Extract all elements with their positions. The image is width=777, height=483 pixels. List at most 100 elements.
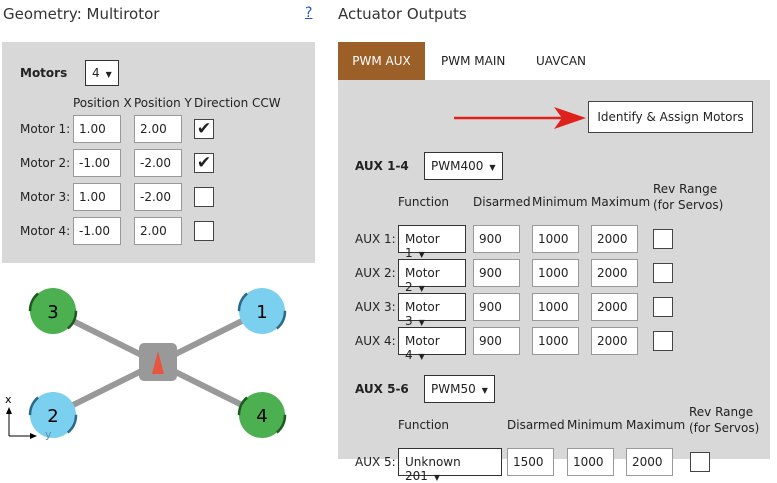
minimum-input[interactable]: 1000: [532, 259, 579, 287]
maximum-input[interactable]: 2000: [626, 448, 673, 476]
rev-range-checkbox[interactable]: [690, 452, 710, 472]
header-minimum: Minimum: [532, 195, 588, 209]
header-direction-ccw: Direction CCW: [194, 96, 281, 110]
rev-range-checkbox[interactable]: [653, 263, 673, 283]
motor-number: 1: [256, 302, 267, 323]
caret-down-icon: ▼: [418, 284, 425, 293]
rev-range-checkbox[interactable]: [653, 297, 673, 317]
motor-1-rotor: [239, 288, 285, 334]
direction-ccw-checkbox[interactable]: ✔: [194, 153, 214, 173]
minimum-input[interactable]: 1000: [567, 448, 614, 476]
tab-pwm-aux[interactable]: PWM AUX: [338, 42, 425, 80]
minimum-input[interactable]: 1000: [532, 293, 579, 321]
function-select[interactable]: Motor 1▼: [398, 225, 466, 260]
aux-row-label: AUX 4:: [355, 334, 396, 348]
motors-count-value: 4: [92, 66, 100, 80]
header-position-y: Position Y: [134, 96, 192, 110]
position-x-input[interactable]: -1.00: [73, 149, 121, 177]
caret-down-icon: ▼: [481, 386, 488, 395]
maximum-input[interactable]: 2000: [591, 259, 638, 287]
group-label: AUX 1-4: [355, 159, 409, 173]
function-value: Motor 4: [405, 334, 440, 362]
y-arrowhead-icon: [30, 433, 37, 439]
caret-down-icon: ▼: [489, 163, 496, 172]
motors-count-select[interactable]: 4▼: [85, 60, 119, 86]
group-label: AUX 5-6: [355, 382, 409, 396]
geometry-title: Geometry: Multirotor: [3, 5, 160, 23]
rev-range-checkbox[interactable]: [653, 331, 673, 351]
maximum-input[interactable]: 2000: [591, 293, 638, 321]
position-y-input[interactable]: 2.00: [134, 217, 182, 245]
motor-row-label: Motor 3:: [20, 190, 71, 204]
pwm-rate-value: PWM400: [431, 159, 484, 173]
help-link[interactable]: ?: [305, 5, 313, 21]
position-x-input[interactable]: 1.00: [73, 183, 121, 211]
position-x-input[interactable]: -1.00: [73, 217, 121, 245]
motor-3-rotor: [30, 288, 76, 334]
rotation-direction-icon: [237, 390, 287, 440]
aux-row-label: AUX 5:: [355, 455, 396, 469]
rotation-direction-icon: [237, 286, 287, 336]
motor-row-label: Motor 2:: [20, 156, 71, 170]
caret-down-icon: ▼: [418, 318, 425, 327]
aux-row-label: AUX 3:: [355, 300, 396, 314]
disarmed-input[interactable]: 900: [473, 293, 520, 321]
minimum-input[interactable]: 1000: [532, 327, 579, 355]
rev-range-checkbox[interactable]: [653, 229, 673, 249]
function-select[interactable]: Motor 3▼: [398, 293, 466, 328]
direction-ccw-checkbox[interactable]: ✔: [194, 119, 214, 139]
header-disarmed: Disarmed: [507, 418, 565, 432]
pwm-rate-select[interactable]: PWM400 ▼: [424, 152, 503, 180]
motor-number: 2: [47, 406, 58, 427]
header-rev-range-sub: (for Servos): [689, 421, 760, 435]
function-value: Unknown 201: [405, 455, 461, 483]
function-value: Motor 2: [405, 266, 440, 294]
pwm-rate-select[interactable]: PWM50 ▼: [424, 375, 495, 403]
position-y-input[interactable]: -2.00: [134, 183, 182, 211]
caret-down-icon: ▼: [418, 352, 425, 361]
function-select[interactable]: Motor 4▼: [398, 327, 466, 362]
function-select[interactable]: Motor 2▼: [398, 259, 466, 294]
disarmed-input[interactable]: 900: [473, 259, 520, 287]
maximum-input[interactable]: 2000: [591, 225, 638, 253]
minimum-input[interactable]: 1000: [532, 225, 579, 253]
multirotor-diagram: 1 2 3 4 x y: [5, 286, 287, 441]
axis-x-label: x: [5, 393, 12, 406]
motor-number: 3: [47, 302, 58, 323]
direction-ccw-checkbox[interactable]: [194, 221, 214, 241]
position-y-input[interactable]: -2.00: [134, 149, 182, 177]
tab-pwm-main[interactable]: PWM MAIN: [441, 54, 506, 68]
header-rev-range: Rev Range: [689, 405, 754, 419]
rotation-direction-icon: [28, 390, 78, 440]
tab-uavcan[interactable]: UAVCAN: [536, 54, 586, 68]
motor-row-label: Motor 4:: [20, 224, 71, 238]
actuators-title: Actuator Outputs: [338, 5, 467, 23]
caret-down-icon: ▼: [433, 473, 441, 482]
arrow-icon: [454, 107, 586, 129]
identify-assign-motors-button[interactable]: Identify & Assign Motors: [588, 101, 753, 133]
header-maximum: Maximum: [591, 195, 651, 209]
motor-number: 4: [256, 406, 267, 427]
motors-label: Motors: [20, 66, 68, 80]
motor-row-label: Motor 1:: [20, 122, 71, 136]
header-function: Function: [398, 195, 450, 209]
maximum-input[interactable]: 2000: [591, 327, 638, 355]
header-position-x: Position X: [73, 96, 132, 110]
disarmed-input[interactable]: 900: [473, 225, 520, 253]
function-value: Motor 3: [405, 300, 440, 328]
function-value: Motor 1: [405, 232, 440, 260]
disarmed-input[interactable]: 1500: [507, 448, 554, 476]
aux-row-label: AUX 2:: [355, 266, 396, 280]
pwm-rate-value: PWM50: [431, 382, 476, 396]
position-y-input[interactable]: 2.00: [134, 115, 182, 143]
header-rev-range-sub: (for Servos): [653, 198, 724, 212]
disarmed-input[interactable]: 900: [473, 327, 520, 355]
axis-y-label: y: [45, 428, 52, 441]
caret-down-icon: ▼: [105, 70, 112, 79]
header-function: Function: [398, 418, 450, 432]
direction-ccw-checkbox[interactable]: [194, 187, 214, 207]
function-select[interactable]: Unknown 201▼: [398, 448, 502, 483]
x-arrowhead-icon: [6, 407, 12, 414]
header-minimum: Minimum: [567, 418, 623, 432]
position-x-input[interactable]: 1.00: [73, 115, 121, 143]
